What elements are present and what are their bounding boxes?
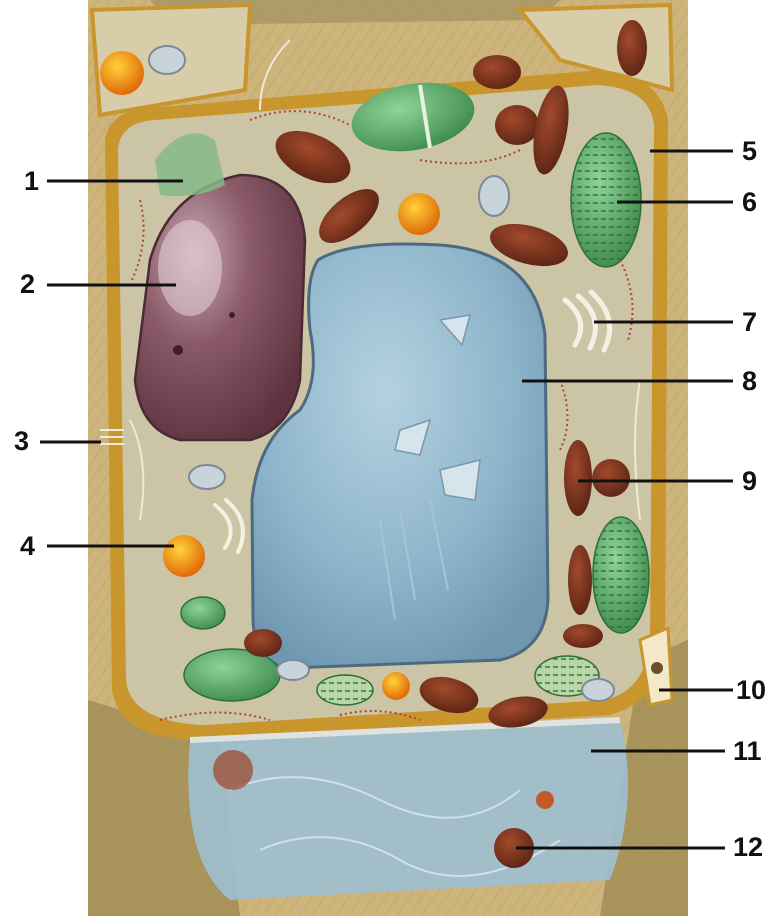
label-9: 9 xyxy=(742,466,757,496)
oil-droplet-4 xyxy=(163,535,205,577)
lower-vacuole xyxy=(188,720,628,900)
label-3: 3 xyxy=(14,426,29,456)
label-1: 1 xyxy=(24,166,39,196)
mitochondrion-9 xyxy=(564,440,592,516)
label-5: 5 xyxy=(742,136,757,166)
label-12: 12 xyxy=(733,832,763,862)
oil-droplet-neighbor xyxy=(100,51,144,95)
label-8: 8 xyxy=(742,366,757,396)
label-4: 4 xyxy=(20,531,35,561)
label-11: 11 xyxy=(733,736,762,766)
label-6: 6 xyxy=(742,187,757,217)
label-10: 10 xyxy=(736,675,766,705)
label-2: 2 xyxy=(20,269,35,299)
label-7: 7 xyxy=(742,307,757,337)
